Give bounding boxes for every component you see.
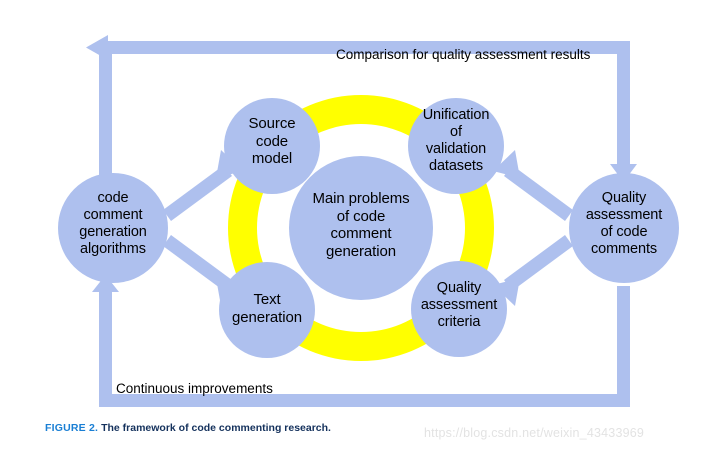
node-text-generation[interactable] [219,262,315,358]
node-code-comment-generation-algorithms[interactable] [58,173,168,283]
node-quality-assessment-of-code-comments[interactable] [569,173,679,283]
flow-label-comparison-for-quality-assessment-results: Comparison for quality assessment result… [336,47,591,62]
figure-number: FIGURE 2. [45,422,99,434]
node-source-code-model[interactable] [224,98,320,194]
flow-arrow-continuous-improvements-loop [92,275,630,407]
flow-label-continuous-improvements: Continuous improvements [116,381,273,396]
node-unification-of-validation-datasets[interactable] [408,98,504,194]
figure-caption: FIGURE 2. The framework of code commenti… [45,422,331,434]
flow-arrow-comparison-loop [86,35,637,182]
figure-title: The framework of code commenting researc… [101,422,331,434]
node-quality-assessment-criteria[interactable] [411,261,507,357]
watermark-url: https://blog.csdn.net/weixin_43433969 [424,426,645,440]
node-main-problems-of-code-comment-generation[interactable] [289,156,433,300]
arrow-right-to-unification-of-validation-datasets [493,150,573,221]
